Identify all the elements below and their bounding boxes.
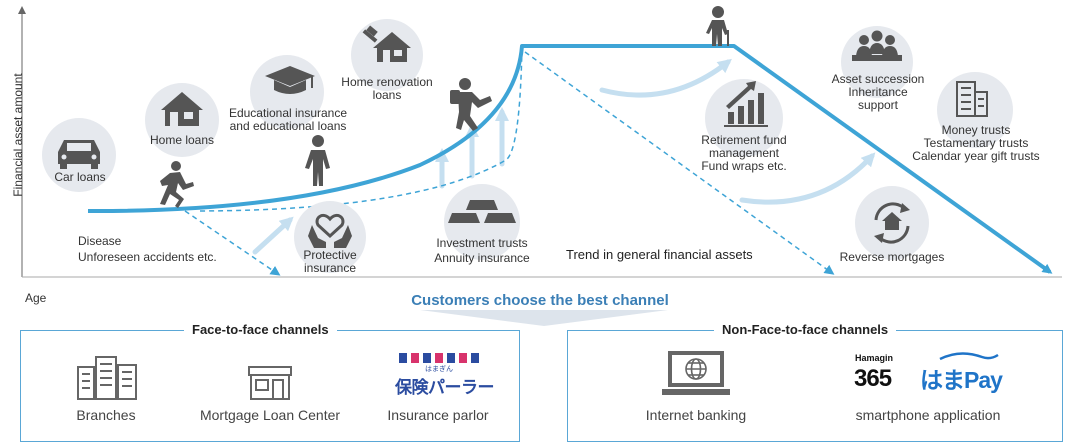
graduation-cap-icon (265, 66, 315, 94)
label-asset-succession: Asset succession Inheritance support (818, 73, 938, 112)
loan-center-icon (248, 366, 292, 400)
label-home-renovation-line2: loans (372, 88, 402, 102)
channel-internet-banking[interactable]: Internet banking (645, 407, 747, 423)
branch-building-icon (77, 356, 137, 400)
label-money-trusts: Money trusts Testamentary trusts Calenda… (900, 124, 1052, 163)
pale-arrows (252, 58, 876, 255)
label-disease-line2: Unforeseen accidents etc. (78, 250, 217, 264)
label-home-loans: Home loans (149, 133, 215, 147)
headline: Customers choose the best channel (411, 292, 669, 309)
dashed-trend-lines (184, 45, 835, 276)
label-asset-succession-line1: Asset succession (831, 72, 925, 86)
label-investment-line1: Investment trusts (436, 236, 528, 250)
label-educational-line1: Educational insurance (228, 106, 348, 120)
label-educational: Educational insurance and educational lo… (218, 107, 358, 133)
label-disease: Disease Unforeseen accidents etc. (78, 235, 217, 264)
buildings-icon (956, 81, 988, 117)
elderly-person-icon (706, 6, 729, 46)
y-axis-label: Financial asset amount (11, 73, 25, 197)
gold-bars-icon (448, 200, 516, 223)
label-home-renovation: Home renovation loans (330, 76, 444, 102)
label-money-trusts-line1: Money trusts (941, 123, 1011, 137)
hamapay-logo: はまPay (920, 367, 1003, 393)
label-investment-line2: Annuity insurance (434, 251, 530, 265)
label-trend: Trend in general financial assets (566, 247, 753, 262)
climbing-person-icon (450, 78, 492, 131)
insurance-parlor-ruby: はまぎん (425, 366, 453, 373)
laptop-globe-icon (662, 351, 730, 395)
label-money-trusts-line3: Calendar year gift trusts (912, 149, 1040, 163)
hamagin-365-logo: 365 (854, 365, 892, 392)
label-asset-succession-line2: Inheritance (848, 85, 908, 99)
label-investment: Investment trusts Annuity insurance (422, 237, 542, 265)
running-person-icon (160, 161, 194, 208)
label-retirement: Retirement fund management Fund wraps et… (684, 134, 804, 173)
home-icon (161, 92, 203, 126)
label-retirement-line2: management (708, 146, 780, 160)
label-asset-succession-line3: support (857, 98, 899, 112)
headline-pointer (420, 310, 668, 326)
channel-mortgage-loan-center[interactable]: Mortgage Loan Center (199, 407, 341, 423)
growth-chart-icon (724, 81, 768, 127)
face-to-face-box: Face-to-face channels Branches Mortgage … (20, 322, 520, 442)
renovation-icon (362, 25, 411, 62)
label-money-trusts-line2: Testamentary trusts (923, 136, 1029, 150)
label-retirement-line3: Fund wraps etc. (701, 159, 787, 173)
insurance-parlor-stripe-icon (399, 353, 479, 363)
car-icon (58, 140, 100, 169)
insurance-parlor-logo: 保険パーラー (395, 378, 495, 397)
meeting-icon (852, 30, 902, 61)
label-protective-line2: insurance (303, 261, 357, 275)
label-disease-line1: Disease (78, 234, 122, 248)
label-protective-line1: Protective (303, 248, 357, 262)
label-reverse-mortgages: Reverse mortgages (839, 250, 945, 264)
hamapay-wave-icon (939, 352, 999, 361)
non-face-to-face-title: Non-Face-to-face channels (714, 322, 897, 337)
label-car-loans: Car loans (54, 170, 106, 184)
channel-smartphone-application[interactable]: smartphone application (855, 407, 1001, 423)
label-educational-line2: and educational loans (229, 119, 347, 133)
channel-branches[interactable]: Branches (76, 407, 136, 423)
reverse-mortgage-icon (874, 202, 910, 244)
non-face-to-face-box: Non-Face-to-face channels Internet banki… (567, 322, 1063, 442)
asset-curve (87, 44, 1053, 274)
label-home-renovation-line1: Home renovation (341, 75, 433, 89)
hamagin-label: Hamagin (855, 353, 894, 363)
protective-insurance-icon (308, 214, 352, 248)
walking-person-icon (305, 135, 330, 186)
face-to-face-title: Face-to-face channels (184, 322, 337, 337)
label-retirement-line1: Retirement fund (701, 133, 787, 147)
x-axis-label: Age (25, 291, 47, 305)
channel-insurance-parlor[interactable]: Insurance parlor (387, 407, 489, 423)
label-protective: Protective insurance (290, 249, 370, 275)
